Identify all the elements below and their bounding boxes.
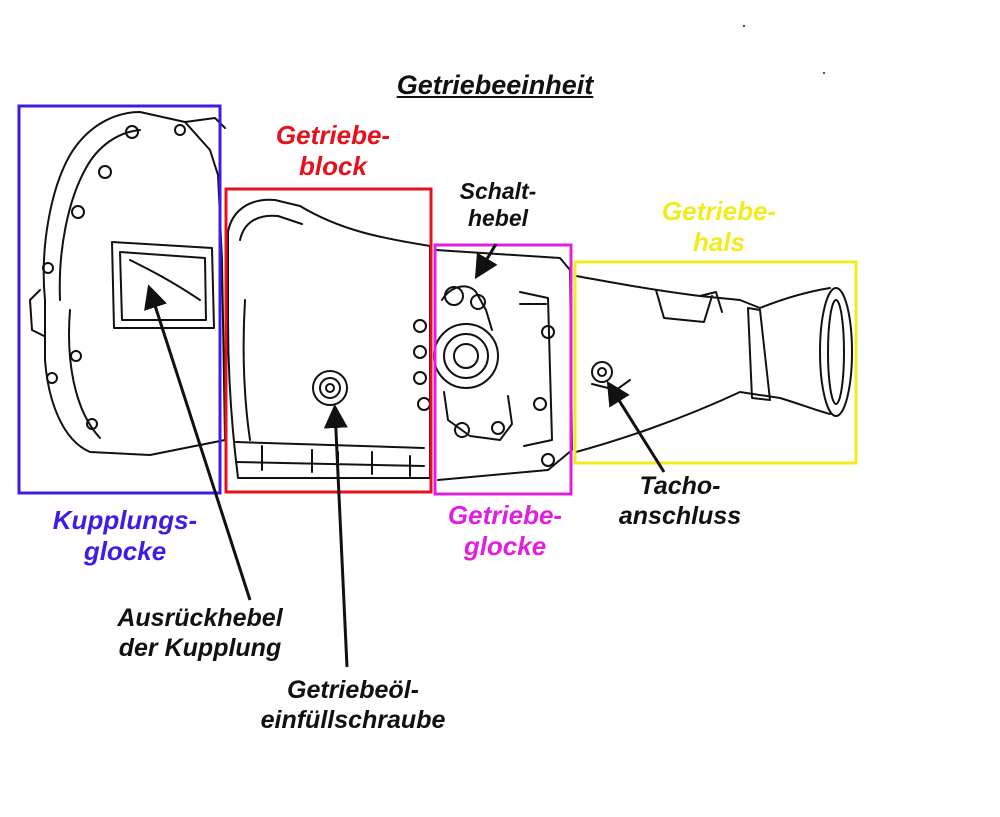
label-getriebeblock-line1: Getriebe- — [275, 120, 391, 150]
frame-getriebeblock — [224, 187, 433, 494]
label-einfuellschraube-line2: einfüllschraube — [260, 705, 446, 734]
label-getriebeglocke-line1: Getriebe- — [447, 500, 563, 530]
arrow-einfuellschraube — [323, 404, 349, 668]
speck — [822, 71, 826, 75]
label-einfuellschraube-line1: Getriebeöl- — [287, 676, 419, 704]
label-getriebeglocke: Getriebe- glocke — [420, 500, 590, 561]
label-ausrueckhebel: Ausrückhebel der Kupplung — [90, 604, 310, 663]
label-schalthebel-line1: Schalt- — [459, 178, 537, 204]
bell-housing-drawing — [29, 111, 226, 456]
tail-housing-drawing — [575, 275, 853, 453]
label-getriebehals-line1: Getriebe- — [661, 196, 777, 226]
label-getriebeblock: Getriebe- block — [248, 120, 418, 181]
speck — [742, 24, 746, 28]
frame-getriebehals — [573, 260, 858, 465]
label-kupplungsglocke: Kupplungs- glocke — [25, 505, 225, 566]
label-schalthebel: Schalt- hebel — [430, 178, 566, 232]
main-case-drawing — [227, 198, 431, 479]
label-ausrueckhebel-line1: Ausrückhebel — [117, 604, 283, 632]
label-getriebeglocke-line2: glocke — [463, 530, 547, 561]
arrow-tacho — [606, 380, 666, 473]
label-ausrueckhebel-line2: der Kupplung — [118, 633, 282, 662]
label-tacho: Tacho- anschluss — [600, 472, 760, 531]
arrow-schalthebel — [474, 243, 498, 280]
frame-kupplungsglocke — [17, 104, 222, 495]
label-schalthebel-line2: hebel — [467, 205, 529, 232]
label-kupplungsglocke-line1: Kupplungs- — [52, 505, 198, 535]
transmission-illustration — [29, 111, 853, 481]
arrow-ausrueckhebel — [144, 284, 252, 601]
extension-housing-drawing — [433, 249, 573, 481]
label-kupplungsglocke-line2: glocke — [83, 535, 167, 566]
label-einfuellschraube: Getriebeöl- einfüllschraube — [228, 676, 478, 735]
label-tacho-line1: Tacho- — [639, 472, 721, 500]
label-tacho-line2: anschluss — [618, 501, 742, 530]
label-getriebehals: Getriebe- hals — [634, 196, 804, 257]
diagram-title: Getriebeeinheit — [396, 70, 594, 100]
frame-getriebeglocke — [433, 243, 573, 496]
label-getriebeblock-line2: block — [299, 150, 367, 181]
label-getriebehals-line2: hals — [692, 226, 746, 257]
